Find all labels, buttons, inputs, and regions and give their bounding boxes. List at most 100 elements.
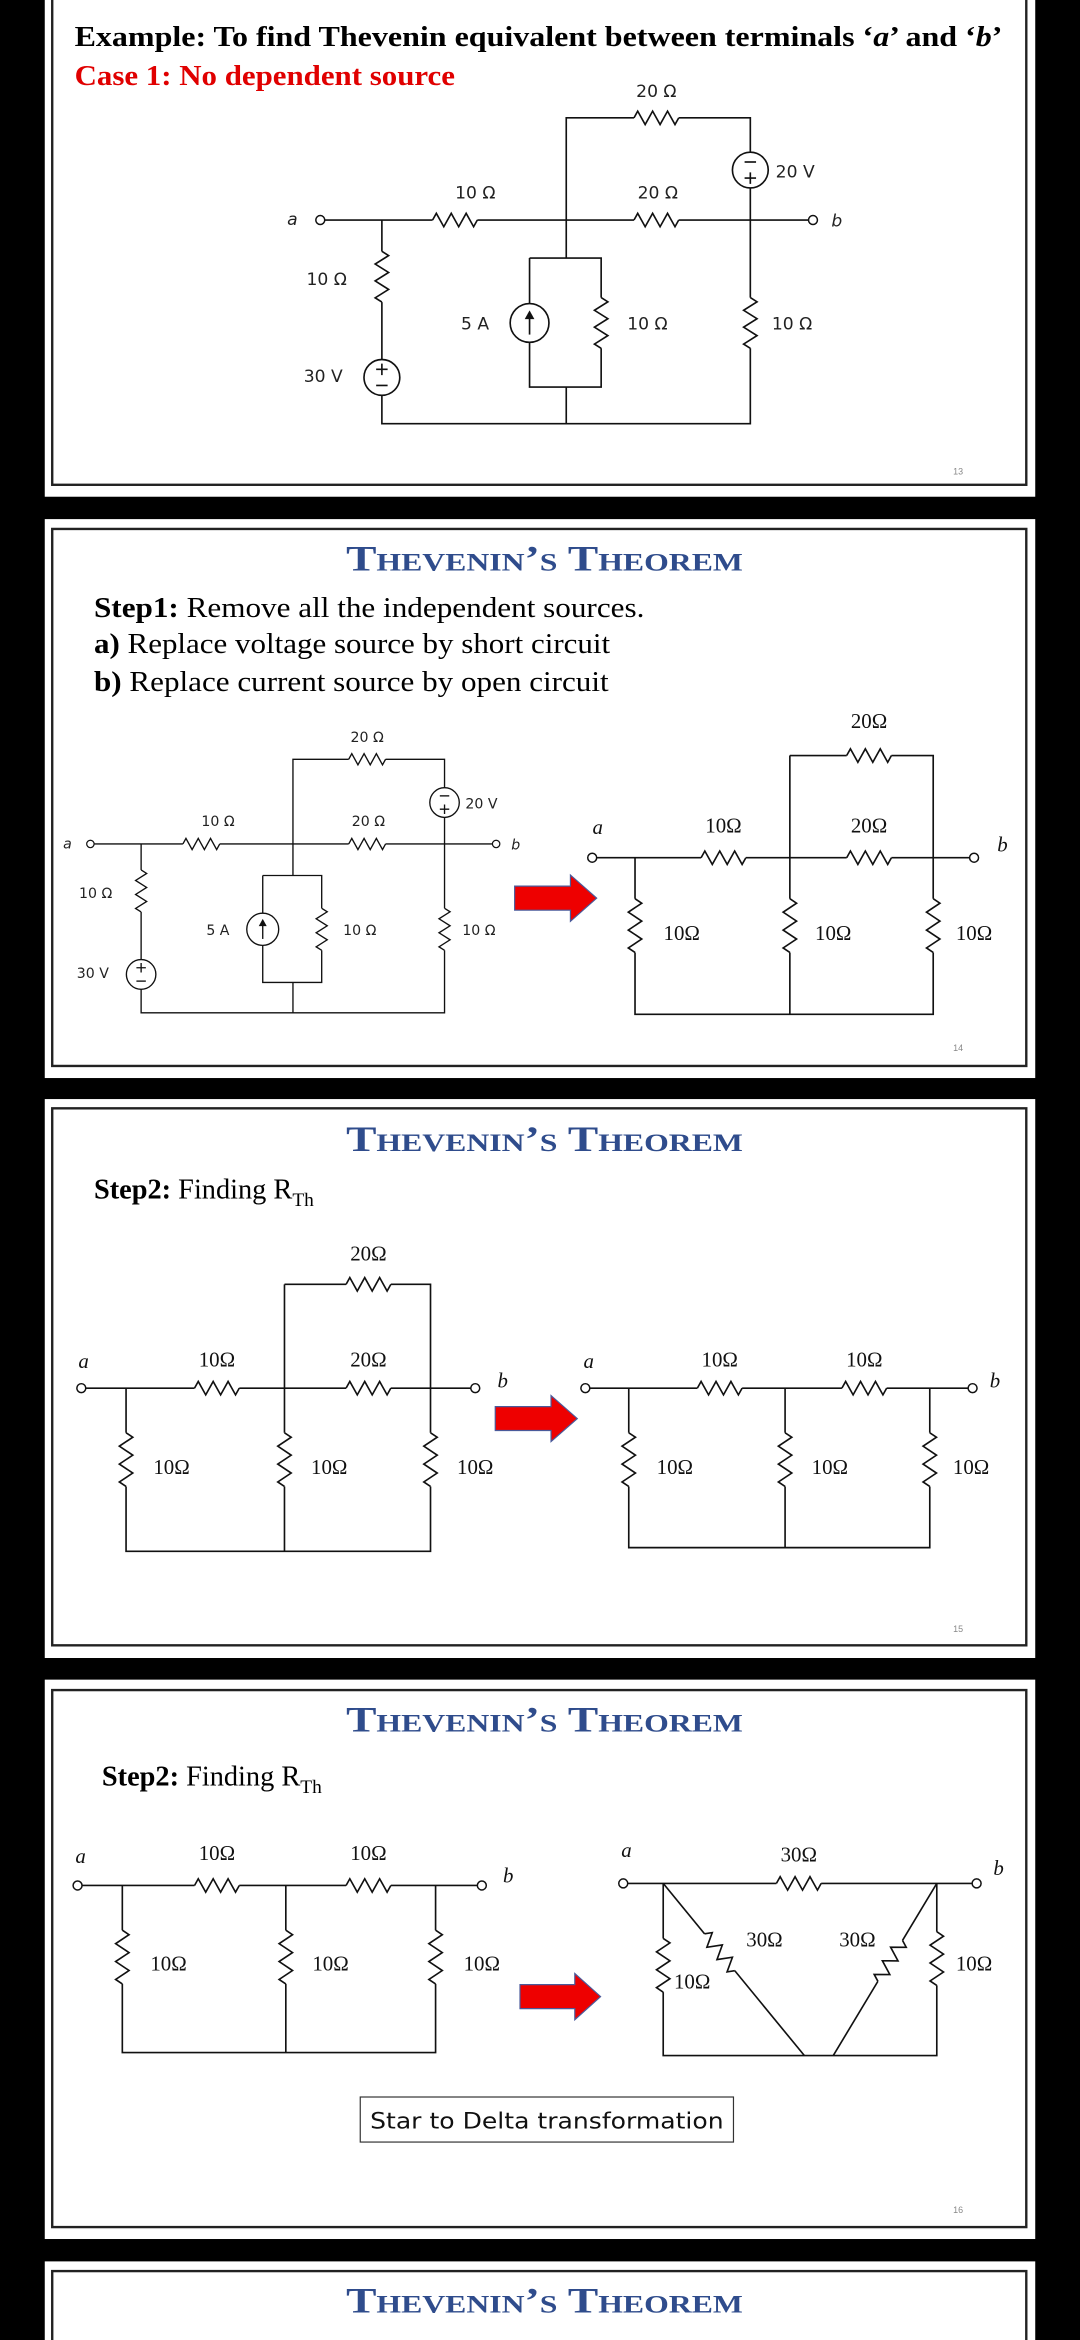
component-label: 10Ω <box>674 1969 710 1993</box>
terminal-icon <box>807 214 819 226</box>
component-label: 10 Ω <box>772 315 812 335</box>
component-label: 20Ω <box>350 1347 386 1371</box>
component-label: 20Ω <box>851 709 887 733</box>
component-label: b <box>993 1856 1003 1880</box>
component-label: b <box>511 837 520 853</box>
slide-14: Thevenin’s Theorem Step1: Remove all the… <box>44 519 1036 1079</box>
component-label: 10Ω <box>464 1952 500 1976</box>
component-label: 20 Ω <box>638 183 678 203</box>
component-label: 10Ω <box>956 1952 992 1976</box>
slide-border <box>51 2269 1028 2340</box>
component-label: 20Ω <box>350 1241 386 1265</box>
resistor-zigzag-icon <box>276 1432 293 1488</box>
resistor <box>776 1432 794 1488</box>
component-label: a <box>75 1844 85 1868</box>
resistor-zigzag-icon <box>925 898 942 954</box>
slide-border <box>51 0 1028 486</box>
current-source <box>246 912 280 947</box>
step-label: Step1: <box>94 593 179 624</box>
resistor <box>925 898 942 954</box>
component-label: b <box>503 1864 513 1888</box>
resistor <box>742 296 759 350</box>
resistor <box>775 1874 822 1892</box>
resistor-zigzag-icon <box>655 1937 672 1993</box>
right-arrow-icon <box>519 1972 602 2022</box>
resistor <box>872 1939 908 1983</box>
step-line: b) Replace current source by open circui… <box>94 667 609 698</box>
resistor-zigzag-icon <box>182 837 221 851</box>
component-label: a <box>593 815 603 839</box>
slide-title: Thevenin’s Theorem <box>346 1700 743 1740</box>
component-label: a <box>63 836 72 852</box>
component-label: 10Ω <box>846 1347 882 1371</box>
component-label: 30Ω <box>746 1928 782 1952</box>
plus-icon <box>439 804 450 814</box>
component-label: 10Ω <box>199 1347 235 1371</box>
step-subscript: Th <box>300 1777 322 1798</box>
current-source <box>509 302 550 344</box>
step-subscript: Th <box>292 1190 314 1211</box>
resistor <box>348 837 387 851</box>
voltage-source <box>363 358 401 397</box>
slide-16: Thevenin’s Theorem Step2: Finding RTh ab… <box>44 1679 1036 2240</box>
component-label: 10Ω <box>153 1455 189 1479</box>
slide-background <box>44 1679 1036 2240</box>
component-label: a <box>78 1349 88 1373</box>
resistor-zigzag-icon <box>775 1874 822 1892</box>
component-label: 10Ω <box>664 921 700 945</box>
title-terminal-a: a <box>873 22 889 53</box>
wire <box>284 1283 432 1389</box>
resistor-zigzag-icon <box>348 837 387 851</box>
component-label: 10Ω <box>657 1455 693 1479</box>
component-label: 10 Ω <box>455 183 495 203</box>
terminal-icon <box>968 852 980 863</box>
resistor <box>431 211 479 229</box>
resistor <box>702 1931 737 1973</box>
resistor-zigzag-icon <box>193 1877 240 1894</box>
component-label: 30Ω <box>781 1843 817 1867</box>
resistor-zigzag-icon <box>134 869 148 913</box>
component-label: a <box>584 1349 594 1373</box>
resistor <box>655 1937 672 1993</box>
slide-title: Thevenin’s Theorem <box>346 2281 743 2321</box>
resistor <box>845 747 893 764</box>
resistor-zigzag-icon <box>620 1432 637 1488</box>
step-label: Step2: <box>102 1762 179 1793</box>
component-label: 5 A <box>206 923 229 939</box>
resistor <box>117 1432 135 1488</box>
resistor <box>345 1877 392 1894</box>
slide-background <box>44 1099 1036 1659</box>
slide-15: Thevenin’s Theorem Step2: Finding RTh 20… <box>44 1099 1036 1659</box>
terminal-icon <box>971 1878 982 1889</box>
component-label: 20 Ω <box>636 82 676 102</box>
component-label: a <box>621 1838 631 1862</box>
resistor-zigzag-icon <box>781 898 799 954</box>
component-label: b <box>831 212 842 232</box>
step-text: Remove all the independent sources. <box>179 593 645 624</box>
resistor-zigzag-icon <box>193 1379 240 1397</box>
resistor <box>781 898 799 954</box>
component-label: 10 Ω <box>79 886 112 902</box>
step-label: a) <box>94 629 120 660</box>
component-label: b <box>997 833 1007 857</box>
resistor <box>193 1877 240 1894</box>
component-label: 10Ω <box>457 1455 493 1479</box>
component-label: 20 V <box>465 797 497 813</box>
voltage-source-icon <box>429 787 460 819</box>
resistor-zigzag-icon <box>700 849 747 867</box>
resistor <box>633 211 680 229</box>
resistor-zigzag-icon <box>117 1432 135 1488</box>
resistor <box>277 1929 295 1985</box>
resistor-zigzag-icon <box>776 1432 794 1488</box>
note-text: Star to Delta transformation <box>370 2109 724 2135</box>
component-label: 10Ω <box>705 813 741 837</box>
resistor-zigzag-icon <box>427 1929 444 1985</box>
arrow-head-icon <box>524 310 535 320</box>
resistor-zigzag-icon <box>348 752 387 767</box>
slide-title: Thevenin’s Theorem <box>346 539 743 579</box>
note-box <box>359 2096 735 2143</box>
